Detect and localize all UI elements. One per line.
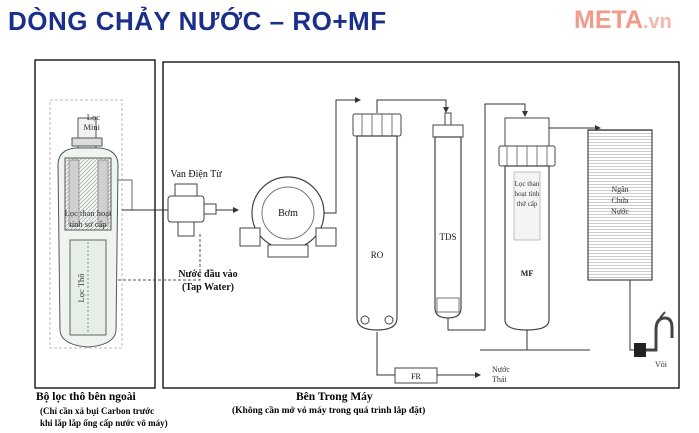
pump — [239, 176, 337, 258]
label-loc-mini-2: Mini — [83, 122, 100, 132]
label-carbon-1: Lọc than hoạt — [65, 208, 112, 218]
brand-logo: META.vn — [574, 6, 672, 35]
brand-suffix: .vn — [642, 11, 672, 33]
label-tank-2: Chứa — [611, 196, 629, 205]
pipe-pump-to-ro — [324, 97, 361, 214]
label-inlet-1: Nước đầu vào — [178, 269, 237, 280]
label-waste-2: Thải — [492, 375, 507, 384]
label-mf-2: hoạt tính — [515, 190, 540, 198]
label-tds: TDS — [439, 232, 456, 242]
page-title: DÒNG CHẢY NƯỚC – RO+MF — [8, 6, 387, 36]
label-mf: MF — [521, 269, 534, 278]
faucet-icon — [634, 311, 674, 357]
internal-caption: Bên Trong Máy — [296, 391, 373, 403]
storage-tank — [587, 129, 653, 281]
internal-note: (Không cần mở vỏ máy trong quá trình lắp… — [232, 406, 426, 416]
label-mf-1: Lọc than — [515, 180, 540, 188]
external-note-line2: khi lắp lắp ống cấp nước vô máy) — [40, 418, 168, 428]
pipe-tank-to-faucet — [629, 280, 640, 351]
solenoid-valve — [167, 183, 217, 237]
label-mf-3: thứ cấp — [517, 200, 538, 208]
label-pump: Bơm — [278, 208, 298, 219]
label-tank-3: Nước — [611, 207, 629, 216]
label-inlet-2: (Tap Water) — [182, 282, 234, 293]
mf-filter — [498, 117, 556, 331]
ro-membrane — [352, 113, 402, 331]
internal-section-frame — [162, 61, 680, 389]
label-loc-mini-1: Lọc — [87, 112, 100, 122]
label-ro: RO — [371, 250, 384, 260]
external-filter — [49, 99, 133, 349]
label-waste-1: Nước — [492, 365, 510, 374]
label-faucet: Vòi — [655, 360, 668, 369]
external-section-frame — [34, 59, 156, 389]
external-note-line1: (Chỉ cần xả bụi Carbon trước — [40, 406, 155, 416]
pipe-tap-water-inlet — [118, 232, 201, 281]
label-coarse-filter: Lọc Thô — [76, 274, 86, 303]
label-fr: FR — [411, 372, 421, 381]
pipe-tds-to-mf — [447, 103, 528, 331]
pipe-ro-to-fr — [376, 332, 395, 376]
tds-column — [432, 112, 464, 319]
label-solenoid-valve: Van Điện Từ — [170, 169, 222, 180]
pipe-ro-to-tds — [376, 99, 449, 113]
label-tank-1: Ngăn — [611, 185, 628, 194]
external-caption: Bộ lọc thô bên ngoài — [36, 391, 136, 403]
brand-name: META — [574, 6, 643, 34]
label-carbon-2: tính sơ cấp — [69, 219, 106, 229]
